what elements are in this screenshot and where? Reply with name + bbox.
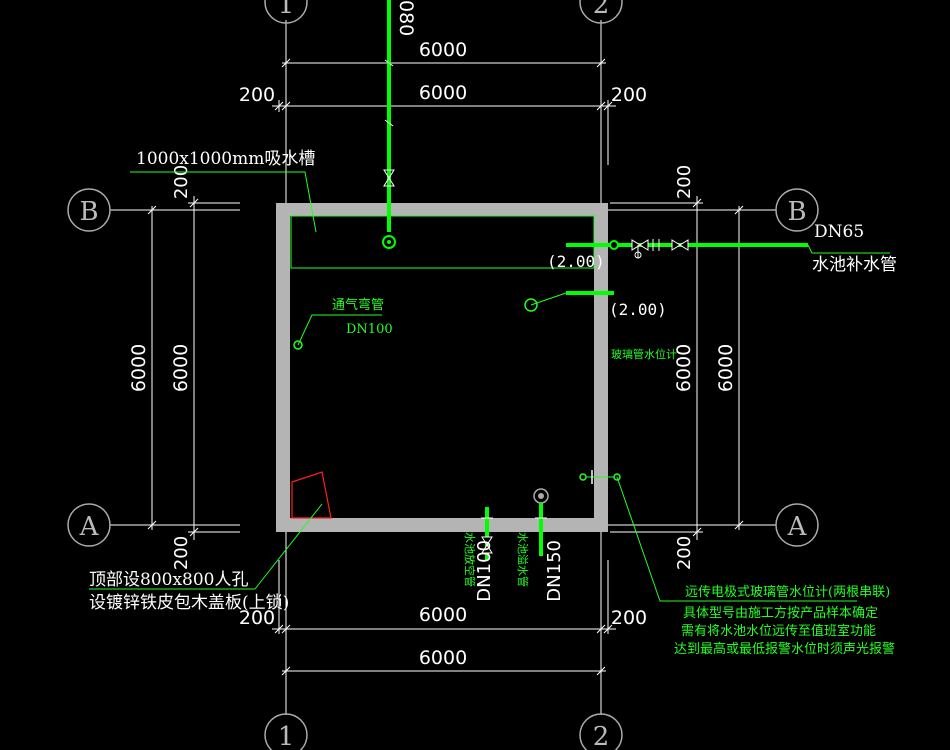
grid-bubble-1-bottom: 1 — [264, 713, 308, 750]
overflow-pipe: 水池溢水管 DN150 — [516, 488, 565, 602]
vent-name: 通气弯管 — [332, 297, 384, 313]
dim-bottom-left-offset: 200 — [239, 607, 275, 629]
dim-left-outer: 6000 — [128, 344, 150, 392]
grid-label: A — [79, 512, 100, 542]
overflow-name: 水池溢水管 — [516, 532, 530, 587]
vent-pipe: 通气弯管 DN100 — [293, 297, 393, 350]
sump-label: 1000x1000mm吸水槽 — [136, 149, 315, 169]
elevation-label-1: (2.00) — [547, 252, 605, 271]
dim-top-right-offset: 200 — [611, 84, 647, 106]
dim-right-top-offset: 200 — [674, 165, 695, 199]
makeup-dn: DN65 — [814, 222, 864, 242]
makeup-water-pipe: DN65 水池补水管 — [566, 222, 897, 275]
dim-bottom-outer: 6000 — [419, 647, 467, 669]
dimension-top: 6000 6000 200 200 — [239, 39, 647, 165]
grid-bubble-A-left: A — [67, 503, 111, 547]
dimension-right: 6000 6000 200 200 — [610, 165, 744, 570]
dim-left-bottom-offset: 200 — [171, 536, 192, 570]
glass-gauge: 玻璃管水位计 — [579, 347, 857, 602]
note-1: 远传电极式玻璃管水位计(两根串联) — [685, 585, 890, 600]
manhole: 顶部设800x800人孔 设镀锌铁皮包木盖板(上锁) — [89, 471, 332, 613]
dim-bottom-right-offset: 200 — [611, 607, 647, 629]
grid-label: 2 — [593, 722, 610, 750]
grid-label: B — [79, 197, 98, 227]
dimension-bottom: 6000 6000 200 200 — [239, 560, 647, 676]
grid-bubble-B-left: B — [67, 188, 111, 232]
drain-dn: DN100 — [474, 540, 495, 602]
dim-right-outer: 6000 — [715, 344, 737, 392]
grid-bubble-2-top: 2 — [579, 0, 623, 24]
grid-bubble-1-top: 1 — [264, 0, 308, 24]
vent-dn: DN100 — [346, 322, 393, 337]
glass-gauge-label: 玻璃管水位计 — [611, 347, 677, 361]
makeup-name: 水池补水管 — [812, 255, 897, 275]
dim-top-inner: 6000 — [419, 82, 467, 104]
grid-label: B — [787, 197, 806, 227]
drain-name: 水池放空管 — [463, 532, 477, 587]
dimension-left: 6000 6000 200 200 — [128, 165, 240, 570]
suction-sump: 1000x1000mm吸水槽 — [130, 149, 595, 269]
grid-label: 2 — [593, 0, 610, 20]
dim-right-bottom-offset: 200 — [674, 536, 695, 570]
dim-top-left-offset: 200 — [239, 84, 275, 106]
dim-left-top-offset: 200 — [171, 165, 192, 199]
overflow-inlet-pipe: (2.00) (2.00) — [524, 252, 667, 319]
note-2: 具体型号由施工方按产品样本确定 — [683, 605, 878, 621]
elevation-label-2: (2.00) — [609, 300, 667, 319]
grid-bubble-2-bottom: 2 — [579, 713, 623, 750]
grid-bubble-B-right: B — [775, 188, 819, 232]
note-4: 达到最高或最低报警水位时须声光报警 — [674, 641, 895, 657]
manhole-label-2: 设镀锌铁皮包木盖板(上锁) — [89, 593, 289, 613]
grid-label: A — [787, 512, 808, 542]
dim-right-inner: 6000 — [673, 344, 695, 392]
manhole-label-1: 顶部设800x800人孔 — [89, 570, 248, 590]
drain-pipe: 水池放空管 DN100 — [463, 507, 495, 602]
grid-bubble-A-right: A — [775, 503, 819, 547]
notes: 远传电极式玻璃管水位计(两根串联) 具体型号由施工方按产品样本确定 需有将水池水… — [674, 585, 895, 657]
overflow-dn: DN150 — [544, 540, 565, 602]
top-supply-pipe: 080 — [382, 0, 417, 249]
note-3: 需有将水池水位远传至值班室功能 — [681, 623, 876, 639]
grid-label: 1 — [278, 722, 295, 750]
dim-top-outer: 6000 — [419, 39, 467, 61]
grid-label: 1 — [278, 0, 295, 20]
top-pipe-label: 080 — [395, 0, 417, 36]
dim-left-inner: 6000 — [170, 344, 192, 392]
dim-bottom-inner: 6000 — [419, 604, 467, 626]
